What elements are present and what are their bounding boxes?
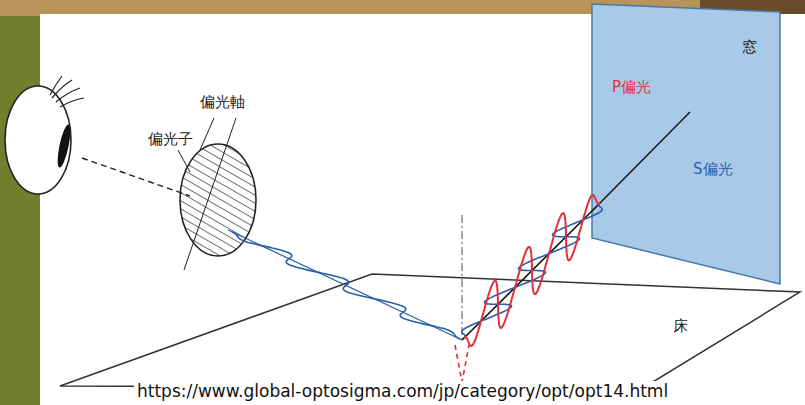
- leader-line: [178, 150, 190, 172]
- floor-plane: 床: [55, 270, 805, 395]
- floor-plane-outline: [55, 270, 805, 395]
- window-pane: 窓: [590, 2, 782, 286]
- polarization-label: P偏光: [612, 78, 651, 97]
- polarization-label: S偏光: [693, 160, 733, 179]
- node-label: 窓: [742, 38, 757, 57]
- node-label: 床: [673, 317, 688, 336]
- part-label: 偏光軸: [200, 93, 245, 112]
- eye: [5, 76, 84, 194]
- leader-line: [200, 118, 214, 150]
- p-polarized-wave: [464, 195, 600, 346]
- incident-ray: [462, 205, 598, 340]
- line-of-sight: [82, 158, 190, 196]
- source-url: https://www.global-optosigma.com/jp/cate…: [134, 381, 671, 401]
- refracted-ray: [455, 345, 469, 382]
- s-polarized-wave: [462, 203, 603, 338]
- reflected-ray: [228, 230, 462, 340]
- reflected-s-wave: [232, 232, 460, 339]
- part-label: 偏光子: [148, 130, 193, 149]
- polarizer: [180, 144, 256, 256]
